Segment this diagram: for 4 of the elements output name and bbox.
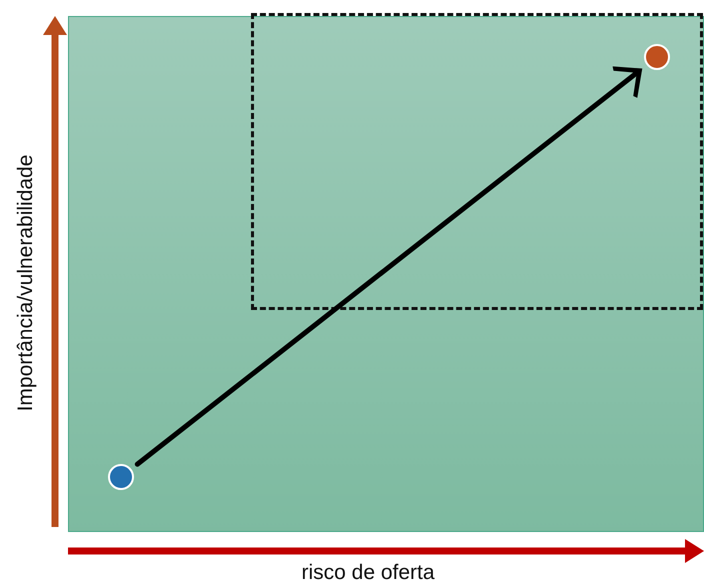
plot-area [68,16,704,532]
data-point [108,464,134,490]
y-axis-label: Importância/vulnerabilidade [14,154,38,412]
x-axis-label: risco de oferta [301,561,435,585]
